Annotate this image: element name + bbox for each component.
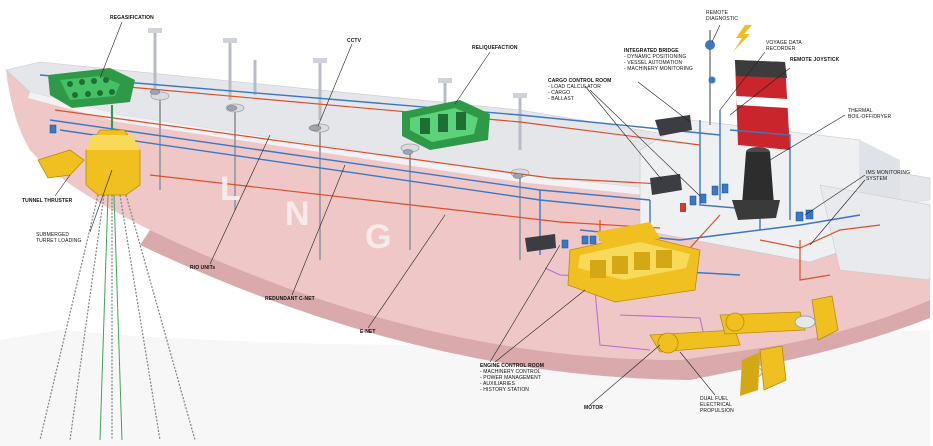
hull-bottom-shadow <box>140 230 930 380</box>
label-engine-control-room: ENGINE CONTROL ROOM - MACHINERY CONTROL … <box>480 363 544 393</box>
label-cctv: CCTV <box>347 38 362 44</box>
label-ccr-item-1: - LOAD CALCULATOR <box>548 84 601 90</box>
propulsion-system <box>649 311 806 354</box>
label-rio-units: RIO UNITs <box>190 265 216 271</box>
submerged-turret <box>85 105 141 196</box>
label-thermal-line2: BOIL-OFF/DRYER <box>848 114 892 120</box>
label-vdr-line1: VOYAGE DATA <box>766 40 802 46</box>
label-ims-line2: SYSTEM <box>866 176 888 182</box>
label-dfp-line2: ELECTRICAL <box>700 402 732 408</box>
label-ims-monitoring: IMS MONITORING SYSTEM <box>866 170 910 182</box>
label-remote-joystick: REMOTE JOYSTICK <box>790 57 840 63</box>
label-integrated-bridge-title: INTEGRATED BRIDGE <box>624 48 679 54</box>
label-e-net: E-NET <box>360 329 376 335</box>
regasification-plant <box>48 68 135 108</box>
cargo-pump-towers <box>159 95 521 260</box>
label-submerged-turret: SUBMERGED TURRET LOADING <box>36 232 81 244</box>
riser-lines <box>99 194 123 441</box>
funnel-top <box>735 60 787 78</box>
label-ecr-title: ENGINE CONTROL ROOM <box>480 363 545 369</box>
label-redundant-c-net: REDUNDANT C-NET <box>265 296 315 302</box>
label-ccr-item-2: - CARGO <box>548 90 571 96</box>
label-regasification: REGASIFICATION <box>110 15 154 21</box>
funnel-stripe <box>736 96 788 108</box>
label-ib-item-1: - DYNAMIC POSITIONING <box>624 54 687 60</box>
propeller-icon <box>740 295 839 396</box>
label-ims-line1: IMS MONITORING <box>866 170 911 176</box>
label-ib-item-2: - VESSEL AUTOMATION <box>624 60 683 66</box>
reliquefaction-plant <box>402 100 490 150</box>
red-rio-unit <box>680 203 686 212</box>
label-remote-diagnostic-line1: REMOTE <box>706 10 728 16</box>
hull-letter-l: L <box>220 170 241 208</box>
mast-caps <box>148 28 527 98</box>
label-ecr-item-4: - HISTORY STATION <box>480 387 530 393</box>
label-thermal-boil-off: THERMAL BOIL-OFF/DRYER <box>848 108 891 120</box>
label-dfp-line1: DUAL FUEL <box>700 396 729 402</box>
mooring-chain-icon <box>39 194 196 441</box>
label-integrated-bridge: INTEGRATED BRIDGE - DYNAMIC POSITIONING … <box>624 48 693 72</box>
generator-icon <box>567 222 701 303</box>
label-ccr-item-3: - BALLAST <box>548 96 574 102</box>
label-voyage-data-recorder: VOYAGE DATA RECORDER <box>766 40 802 52</box>
hull-letter-n: N <box>285 195 310 233</box>
label-dfp-line3: PROPULSION <box>700 408 734 414</box>
leader-lines <box>54 21 866 406</box>
rio-unit-icon <box>49 124 814 249</box>
label-motor: MOTOR <box>584 405 604 411</box>
hull-letter-g: G <box>365 218 391 256</box>
label-vdr-line2: RECORDER <box>766 46 796 52</box>
label-ecr-item-2: - POWER MANAGEMENT <box>480 375 541 381</box>
label-tunnel-thruster: TUNNEL THRUSTER <box>22 198 73 204</box>
label-ecr-item-1: - MACHINERY CONTROL <box>480 369 541 375</box>
thermal-boil-off-unit <box>732 147 780 220</box>
label-submerged-turret-line1: SUBMERGED <box>36 232 70 238</box>
tunnel-thruster <box>37 149 85 179</box>
label-remote-diagnostic: REMOTE DIAGNOSTIC <box>706 10 738 22</box>
label-reliquefaction: RELIQUEFACTION <box>472 45 518 51</box>
lightning-icon <box>733 25 752 52</box>
label-cargo-control-room: CARGO CONTROL ROOM - LOAD CALCULATOR - C… <box>548 78 611 102</box>
label-remote-diagnostic-line2: DIAGNOSTIC <box>706 16 739 22</box>
label-ib-item-3: - MACHINERY MONITORING <box>624 66 693 72</box>
workstation-icon <box>525 115 692 252</box>
cctv-camera-icon <box>149 89 524 179</box>
antenna-icon <box>705 40 715 50</box>
label-dual-fuel-propulsion: DUAL FUEL ELECTRICAL PROPULSION <box>700 396 734 414</box>
aft-deckhouse <box>819 184 931 281</box>
label-ccr-title: CARGO CONTROL ROOM <box>548 78 612 84</box>
red-e-net-lines <box>49 79 881 281</box>
antenna-icon-lower <box>708 76 716 84</box>
label-thermal-line1: THERMAL <box>848 108 873 114</box>
label-submerged-turret-line2: TURRET LOADING <box>36 238 82 244</box>
label-ecr-item-3: - AUXILIARIES <box>480 381 515 387</box>
